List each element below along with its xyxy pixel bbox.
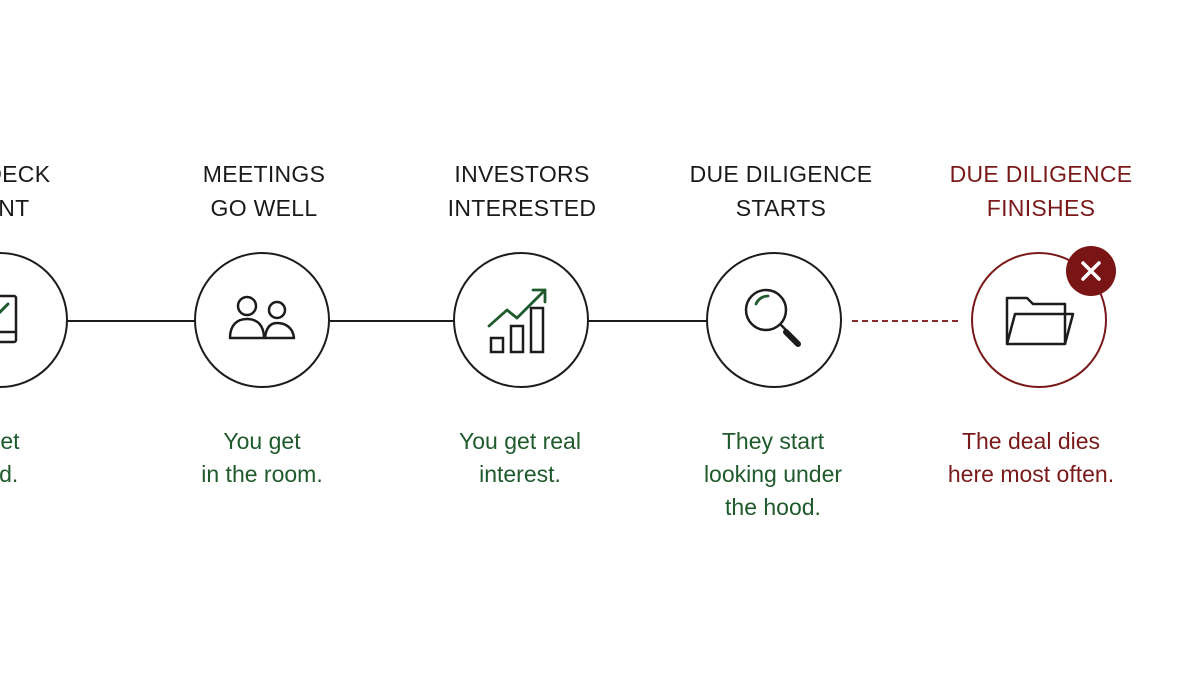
stage-4-title: DUE DILIGENCE STARTS — [689, 161, 873, 221]
connector-stage1-stage2 — [66, 320, 196, 322]
stage-1-node — [0, 252, 68, 388]
stage-4-caption: They start looking under the hood. — [703, 428, 843, 520]
connector-stage4-stage5-dashed — [852, 320, 958, 322]
stage-1-title: H DECK ENT — [0, 161, 51, 221]
folder-icon — [1005, 296, 1075, 346]
growth-chart-icon — [487, 288, 547, 354]
connector-stage2-stage3 — [330, 320, 456, 322]
checklist-board-icon — [0, 294, 18, 344]
stage-4-node — [706, 252, 842, 388]
stage-3-caption: You get real interest. — [459, 428, 581, 487]
magnifier-icon — [744, 288, 801, 347]
failure-badge — [1066, 246, 1116, 296]
stage-2-caption: You get in the room. — [201, 428, 323, 487]
stage-1-caption: u get iced. — [0, 428, 20, 487]
stage-2-node — [194, 252, 330, 388]
people-icon — [228, 295, 296, 340]
stage-5-caption: The deal dies here most often. — [947, 428, 1115, 487]
connector-stage3-stage4 — [588, 320, 708, 322]
stage-2-title: MEETINGS GO WELL — [202, 161, 326, 221]
close-icon — [1081, 261, 1101, 281]
stage-3-title: INVESTORS INTERESTED — [447, 161, 597, 221]
stage-5-title: DUE DILIGENCE FINISHES — [949, 161, 1133, 221]
stage-3-node — [453, 252, 589, 388]
